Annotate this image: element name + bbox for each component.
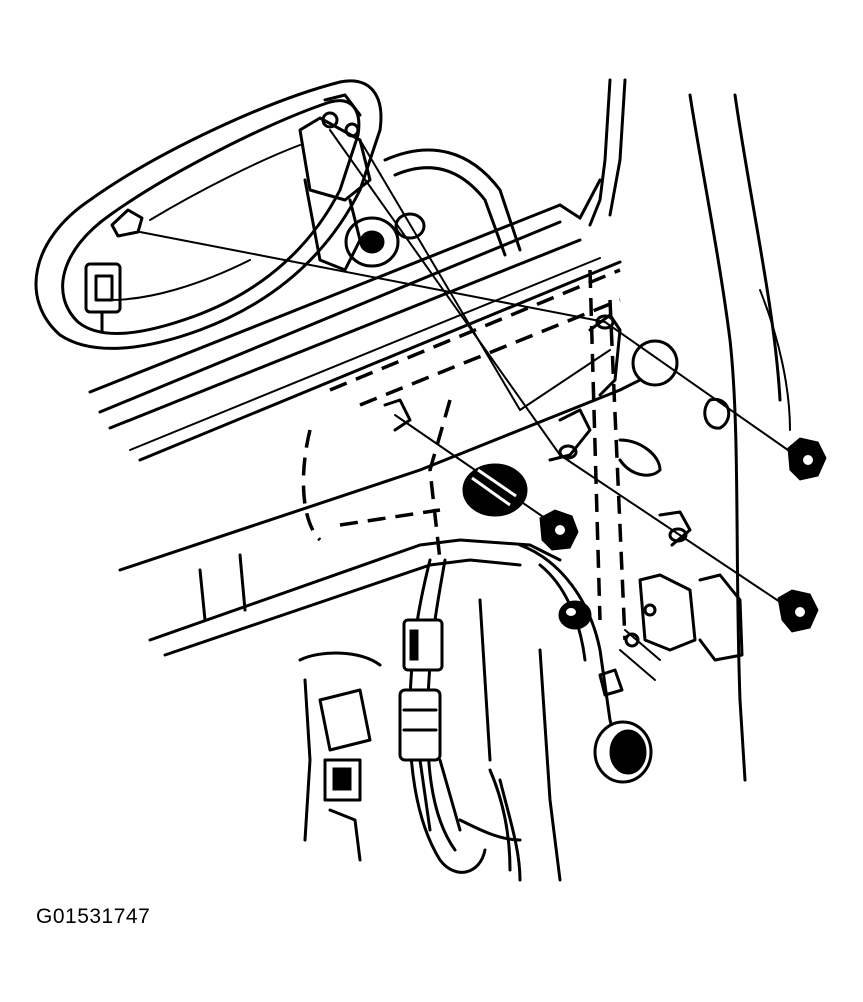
bracket-seal [462,463,528,517]
mirror-nut-lower [777,589,819,633]
mirror-gasket [383,148,522,257]
door-hinge [598,573,744,697]
wiring-harness [398,558,522,882]
access-hole-plug [593,720,653,784]
grommet-plug [558,600,592,630]
mounting-bracket [383,313,731,547]
mirror-nut-center [539,509,579,551]
mirror-housing [34,79,383,350]
mirror-motor [298,93,426,272]
mirror-nut-upper [787,437,827,481]
door-belt-line [88,178,622,462]
inner-door-panel [118,378,642,762]
figure-code: G01531747 [36,905,151,928]
lower-door-structure [298,598,562,882]
